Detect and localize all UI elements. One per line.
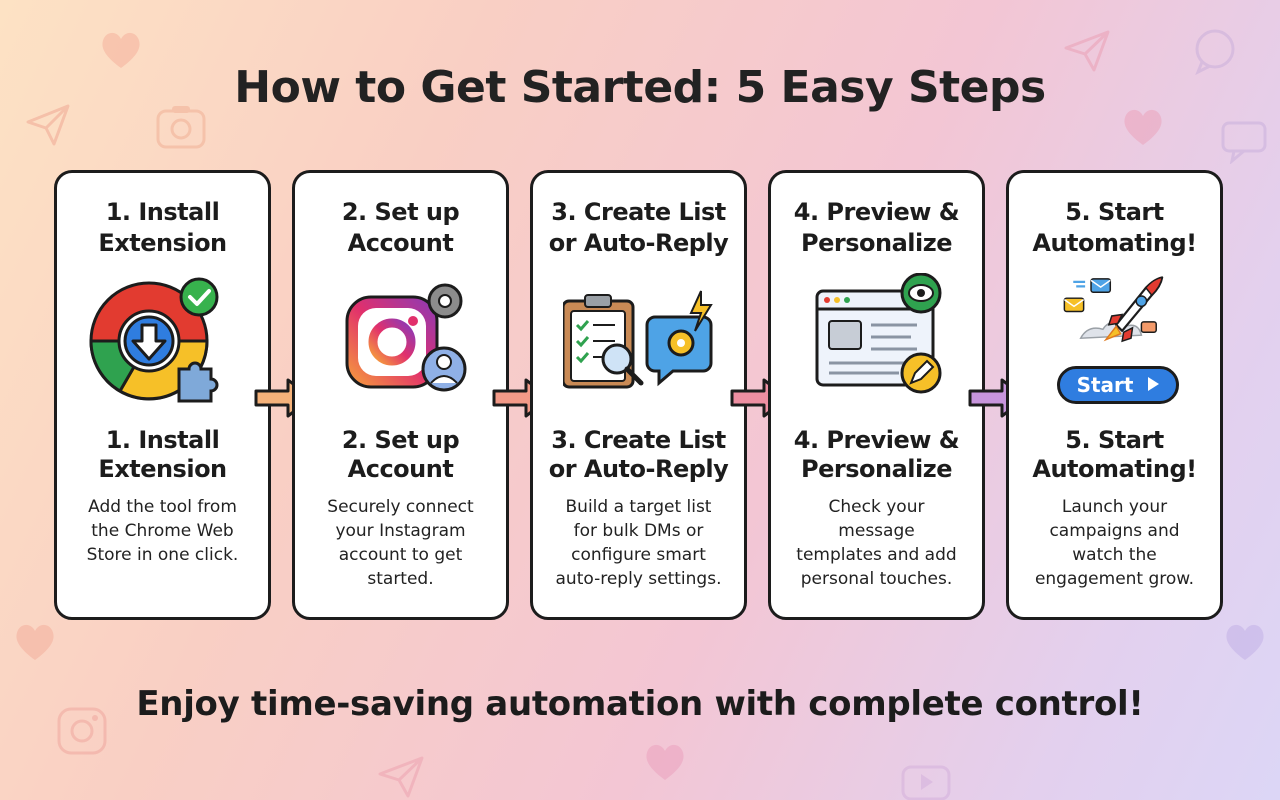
browser-preview-icon: [815, 273, 942, 394]
step-description: Check your message templates and add per…: [796, 497, 957, 589]
camera-icon: [156, 106, 206, 149]
heart-icon: [1124, 109, 1162, 145]
clipboard-checklist-icon: [563, 290, 713, 389]
step-description: Build a target list for bulk DMs or conf…: [555, 497, 722, 589]
chat-bubble-icon: [1195, 29, 1235, 76]
step-heading: 3. Create List or Auto-Reply: [548, 198, 729, 257]
step-subheading: 2. Set up Account: [341, 426, 460, 483]
page-title: How to Get Started: 5 Easy Steps: [234, 62, 1046, 113]
step-description: Securely connect your Instagram account …: [327, 497, 474, 589]
play-icon: [1148, 377, 1160, 391]
heart-icon: [646, 744, 684, 780]
paper-plane-icon: [1064, 30, 1110, 72]
paper-plane-icon: [26, 104, 70, 146]
step-card-setup: 2. Set up Account 2. Set up Account Secu…: [292, 170, 509, 620]
step-description: Add the tool from the Chrome Web Store i…: [86, 497, 239, 565]
paper-plane-icon: [378, 756, 424, 798]
step-heading: 2. Set up Account: [341, 198, 460, 257]
start-button[interactable]: Start: [1057, 366, 1179, 404]
step-card-preview: 4. Preview & Personalize 4. Preview & Pe…: [768, 170, 985, 620]
heart-icon: [16, 624, 54, 660]
start-button-label: Start: [1076, 373, 1134, 397]
chrome-download-icon: [89, 277, 219, 403]
step-subheading: 1. Install Extension: [98, 426, 227, 483]
message-icon: [1221, 121, 1267, 164]
step-card-install: 1. Install Extension 1. Install Extensio…: [54, 170, 271, 620]
step-subheading: 3. Create List or Auto-Reply: [548, 426, 729, 483]
step-heading: 1. Install Extension: [98, 198, 227, 257]
step-subheading: 4. Preview & Personalize: [793, 426, 960, 483]
step-heading: 4. Preview & Personalize: [793, 198, 960, 257]
footer-tagline: Enjoy time-saving automation with comple…: [136, 684, 1144, 724]
video-play-icon: [901, 765, 951, 800]
instagram-settings-icon: [345, 283, 467, 392]
heart-icon: [102, 32, 140, 68]
step-description: Launch your campaigns and watch the enga…: [1034, 497, 1195, 589]
step-heading: 5. Start Automating!: [1032, 198, 1197, 257]
heart-icon: [1226, 624, 1264, 660]
step-subheading: 5. Start Automating!: [1032, 426, 1197, 483]
step-card-create-list: 3. Create List or Auto-Reply 3. Create L…: [530, 170, 747, 620]
rocket-icon: [1063, 276, 1164, 343]
step-card-start: 5. Start Automating! Start 5. Start Auto…: [1006, 170, 1223, 620]
camera-icon: [57, 707, 107, 755]
